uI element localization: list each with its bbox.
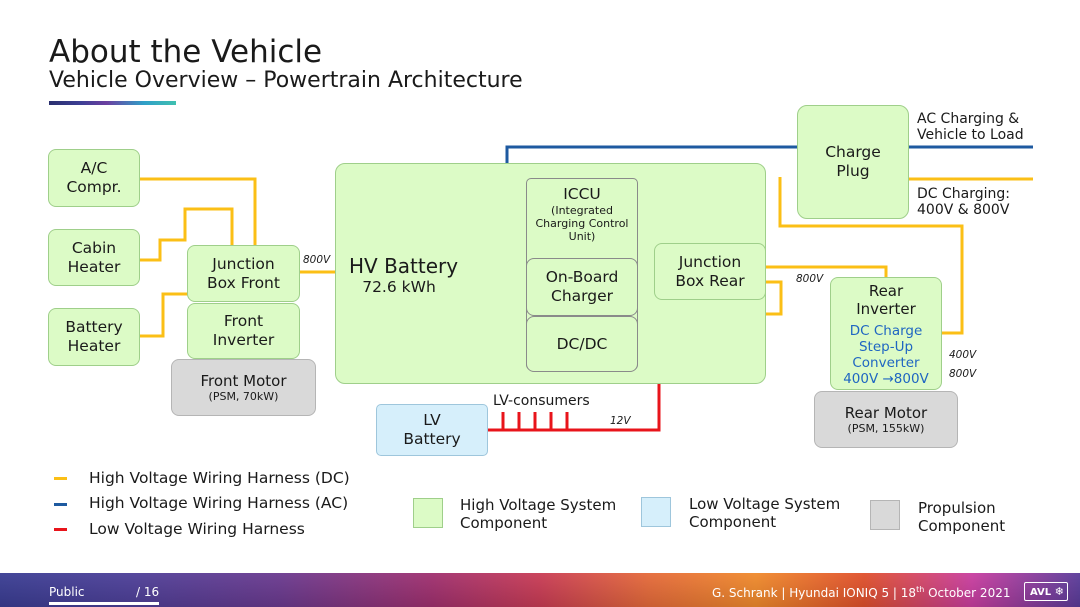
rear-motor-box: Rear Motor (PSM, 155kW) bbox=[814, 391, 958, 448]
legend-swatch-lv bbox=[54, 528, 67, 531]
lv-battery-box: LV Battery bbox=[376, 404, 488, 456]
voltage-label-front: 800V bbox=[303, 254, 331, 266]
legend-swatch-hv-component bbox=[413, 498, 443, 528]
ac-charging-note: AC Charging & Vehicle to Load bbox=[917, 111, 1024, 143]
voltage-label-converter-in: 400V bbox=[949, 349, 977, 361]
footer-bar bbox=[0, 573, 1080, 607]
legend-label-hv-dc: High Voltage Wiring Harness (DC) bbox=[89, 469, 350, 487]
rear-inverter-box: Rear Inverter DC Charge Step-Up Converte… bbox=[830, 277, 942, 390]
page-title: About the Vehicle bbox=[49, 34, 323, 70]
legend-swatch-hv-ac bbox=[54, 503, 67, 506]
footer-shading bbox=[0, 573, 1080, 607]
footer-page-number: / 16 bbox=[136, 585, 160, 599]
hv-dc-wire-ac-compressor bbox=[140, 177, 257, 245]
hv-dc-wire-charge-plug-rear bbox=[778, 177, 964, 335]
voltage-label-rear: 800V bbox=[796, 273, 824, 285]
junction-box-front: Junction Box Front bbox=[187, 245, 300, 302]
legend-label-hv-component: High Voltage System Component bbox=[460, 496, 617, 532]
dc-dc-box: DC/DC bbox=[526, 316, 638, 372]
footer-classification: Public bbox=[49, 585, 85, 599]
dc-charging-note: DC Charging: 400V & 800V bbox=[917, 186, 1010, 218]
legend-swatch-hv-dc bbox=[54, 477, 67, 480]
snowflake-icon: ❄ bbox=[1054, 585, 1064, 598]
hv-dc-wire-rear-800v bbox=[766, 265, 888, 277]
legend-swatch-lv-component bbox=[641, 497, 671, 527]
legend-label-lv: Low Voltage Wiring Harness bbox=[89, 520, 305, 538]
footer-underline bbox=[49, 602, 159, 605]
front-motor-box: Front Motor (PSM, 70kW) bbox=[171, 359, 316, 416]
voltage-label-converter-out: 800V bbox=[949, 368, 977, 380]
legend-label-propulsion-component: Propulsion Component bbox=[918, 499, 1006, 535]
on-board-charger-box: On-Board Charger bbox=[526, 258, 638, 316]
hv-battery-label: HV Battery 72.6 kWh bbox=[349, 254, 459, 296]
lv-consumers-label: LV-consumers bbox=[493, 393, 590, 409]
hv-dc-wire-battery-heater bbox=[140, 292, 188, 338]
voltage-label-lv: 12V bbox=[610, 415, 631, 427]
ac-compressor-box: A/C Compr. bbox=[48, 149, 140, 207]
front-inverter-box: Front Inverter bbox=[187, 303, 300, 359]
hv-dc-wire-cabin-heater bbox=[140, 207, 234, 262]
avl-logo: AVL ❄ bbox=[1024, 582, 1068, 601]
title-underline-bar bbox=[49, 101, 176, 105]
legend-swatch-propulsion-component bbox=[870, 500, 900, 530]
junction-box-rear: Junction Box Rear bbox=[654, 243, 766, 300]
battery-heater-box: Battery Heater bbox=[48, 308, 140, 366]
legend-label-lv-component: Low Voltage System Component bbox=[689, 495, 841, 531]
page-subtitle: Vehicle Overview – Powertrain Architectu… bbox=[49, 68, 523, 93]
cabin-heater-box: Cabin Heater bbox=[48, 229, 140, 286]
charge-plug-box: Charge Plug bbox=[797, 105, 909, 219]
legend-label-hv-ac: High Voltage Wiring Harness (AC) bbox=[89, 494, 349, 512]
footer-credit: G. Schrank | Hyundai IONIQ 5 | 18th Octo… bbox=[712, 585, 1011, 600]
